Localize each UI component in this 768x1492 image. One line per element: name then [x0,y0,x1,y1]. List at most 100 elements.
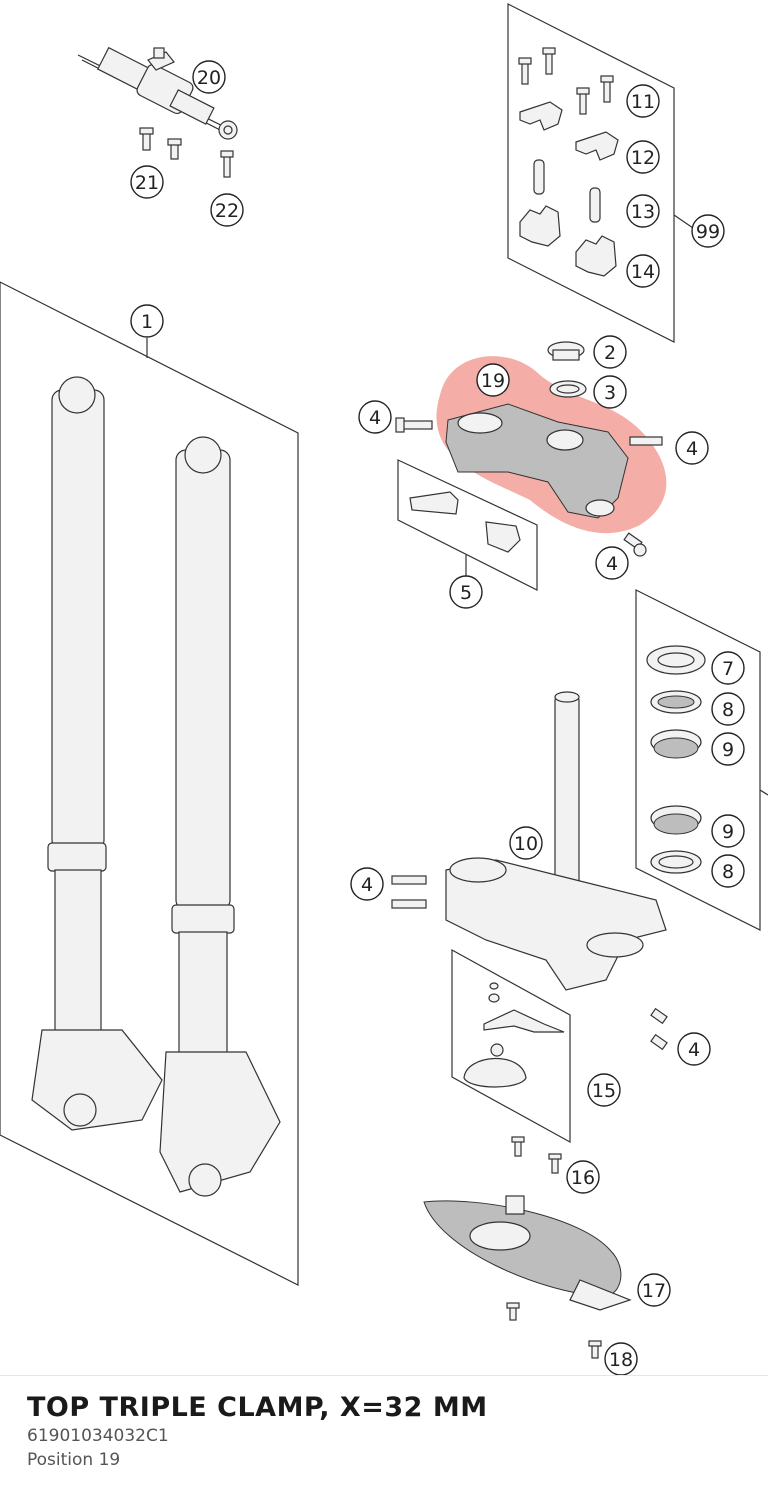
lower-triple-clamp [391,691,668,1051]
callout-circle [476,363,510,397]
callout-c18[interactable]: 18 [604,1342,638,1375]
callout-circle [593,335,627,369]
callout-circle [566,1160,600,1194]
bearing-kit [635,589,768,931]
callout-c5[interactable]: 5 [449,575,483,609]
callout-label: 4 [369,407,381,429]
callout-c9b[interactable]: 9 [711,814,745,848]
callout-label: 9 [722,739,734,761]
callout-label: 4 [686,438,698,460]
callout-c17[interactable]: 17 [637,1273,671,1307]
callout-circle [626,254,660,288]
callout-c2[interactable]: 2 [593,335,627,369]
callout-c1[interactable]: 1 [130,304,164,338]
callout-c21[interactable]: 21 [130,165,164,199]
callout-c15[interactable]: 15 [587,1073,621,1107]
callout-c16[interactable]: 16 [566,1160,600,1194]
callout-circle [192,60,226,94]
callout-label: 13 [631,201,655,223]
callout-circle [711,854,745,888]
damper-bolts [139,127,234,178]
callout-c4d[interactable]: 4 [350,867,384,901]
clamp-bolts [395,417,663,557]
callout-label: 17 [642,1280,666,1302]
callout-label: 12 [631,147,655,169]
callout-c4a[interactable]: 4 [358,400,392,434]
callout-circle [626,194,660,228]
callout-circle [711,692,745,726]
callout-label: 16 [571,1167,595,1189]
callout-c14[interactable]: 14 [626,254,660,288]
callout-circle [593,375,627,409]
callout-label: 1 [141,311,153,333]
cap-and-washer [547,341,587,398]
callout-c4c[interactable]: 4 [595,546,629,580]
callout-c4e[interactable]: 4 [677,1032,711,1066]
callout-c12[interactable]: 12 [626,140,660,174]
steering-damper-assembly [77,46,238,140]
callout-circle [604,1342,638,1375]
handlebar-clamp-kit [507,3,694,343]
callout-circle [675,431,709,465]
callout-label: 11 [631,91,655,113]
part-number: 61901034032C1 [27,1426,169,1446]
callout-label: 21 [135,172,159,194]
callout-c99[interactable]: 99 [691,214,725,248]
callout-circle [130,165,164,199]
callout-label: 19 [481,370,505,392]
callout-c19[interactable]: 19 [476,363,510,397]
callout-circle [595,546,629,580]
exploded-parts-diagram: 2021221112131499123194445789981044151617… [0,3,768,1375]
callout-label: 4 [688,1039,700,1061]
callout-label: 7 [722,658,734,680]
callout-c4b[interactable]: 4 [675,431,709,465]
callout-label: 8 [722,699,734,721]
callout-c9a[interactable]: 9 [711,732,745,766]
callout-label: 15 [592,1080,616,1102]
callout-c10[interactable]: 10 [509,826,543,860]
callout-circle [350,867,384,901]
callout-c11[interactable]: 11 [626,84,660,118]
part-title: TOP TRIPLE CLAMP, X=32 MM [27,1392,488,1423]
callout-circle [711,732,745,766]
brake-disc-guard [423,1195,632,1311]
callout-c8b[interactable]: 8 [711,854,745,888]
callout-c20[interactable]: 20 [192,60,226,94]
callout-layer: 2021221112131499123194445789981044151617… [130,60,745,1375]
cover-kit [451,948,571,1144]
callout-circle [587,1073,621,1107]
callout-circle [691,214,725,248]
callout-label: 4 [361,874,373,896]
callout-label: 20 [197,67,221,89]
callout-label: 8 [722,861,734,883]
callout-circle [677,1032,711,1066]
callout-circle [626,84,660,118]
callout-c7[interactable]: 7 [711,651,745,685]
callout-circle [711,814,745,848]
callout-label: 18 [609,1349,633,1371]
callout-circle [210,193,244,227]
callout-c3[interactable]: 3 [593,375,627,409]
callout-label: 5 [460,582,472,604]
top-triple-clamp[interactable] [436,356,667,534]
callout-c8a[interactable]: 8 [711,692,745,726]
callout-label: 2 [604,342,616,364]
callout-label: 99 [696,221,720,243]
cable-guide-kit [397,459,538,591]
callout-circle [449,575,483,609]
fork-assembly [0,281,299,1286]
callout-c22[interactable]: 22 [210,193,244,227]
small-screws [506,1136,602,1359]
callout-label: 9 [722,821,734,843]
callout-circle [130,304,164,338]
callout-circle [637,1273,671,1307]
callout-label: 3 [604,382,616,404]
callout-label: 22 [215,200,239,222]
callout-circle [358,400,392,434]
callout-c13[interactable]: 13 [626,194,660,228]
callout-circle [711,651,745,685]
callout-label: 4 [606,553,618,575]
callout-label: 10 [514,833,538,855]
part-info-footer: TOP TRIPLE CLAMP, X=32 MM 61901034032C1 … [0,1375,768,1492]
callout-circle [626,140,660,174]
